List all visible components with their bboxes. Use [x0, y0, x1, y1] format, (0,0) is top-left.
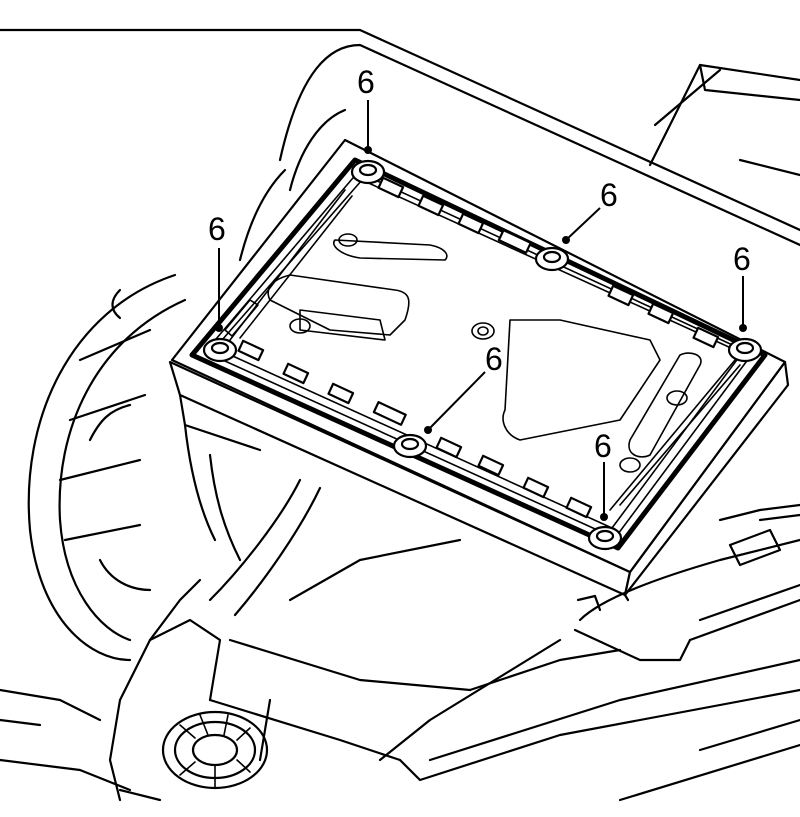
bolt-left: [202, 337, 238, 363]
callout-label-bottom-middle: 6: [485, 341, 503, 377]
leader-dot-top-left: [364, 146, 372, 154]
callout-label-top-left: 6: [357, 64, 375, 100]
bolt-bottom-right: [587, 525, 623, 551]
grille-wheel: [161, 710, 269, 790]
leader-dot-right: [739, 324, 747, 332]
bolt-bottom-middle: [392, 433, 428, 459]
background-housing: [0, 28, 800, 662]
slot-row-top: [377, 176, 720, 349]
leader-line-bottom-middle: [427, 371, 486, 431]
slot-row-bottom: [237, 339, 593, 519]
leader-dot-bottom-middle: [424, 426, 432, 434]
bolt-top-left: [350, 159, 386, 185]
bolt-right: [727, 337, 763, 363]
leader-dot-bottom-right: [600, 513, 608, 521]
callout-label-right: 6: [733, 241, 751, 277]
leader-line-top-middle: [565, 207, 601, 241]
leader-dot-left: [215, 324, 223, 332]
callout-label-bottom-right: 6: [594, 428, 612, 464]
callout-label-top-middle: 6: [600, 177, 618, 213]
callouts: 6 6 6 6 6 6: [208, 64, 751, 521]
leader-dot-top-middle: [562, 236, 570, 244]
callout-label-left: 6: [208, 211, 226, 247]
cover-plate-assembly: [168, 138, 790, 602]
bolt-top-middle: [534, 246, 570, 272]
lower-structure: [0, 423, 800, 802]
bolts: [202, 159, 763, 551]
